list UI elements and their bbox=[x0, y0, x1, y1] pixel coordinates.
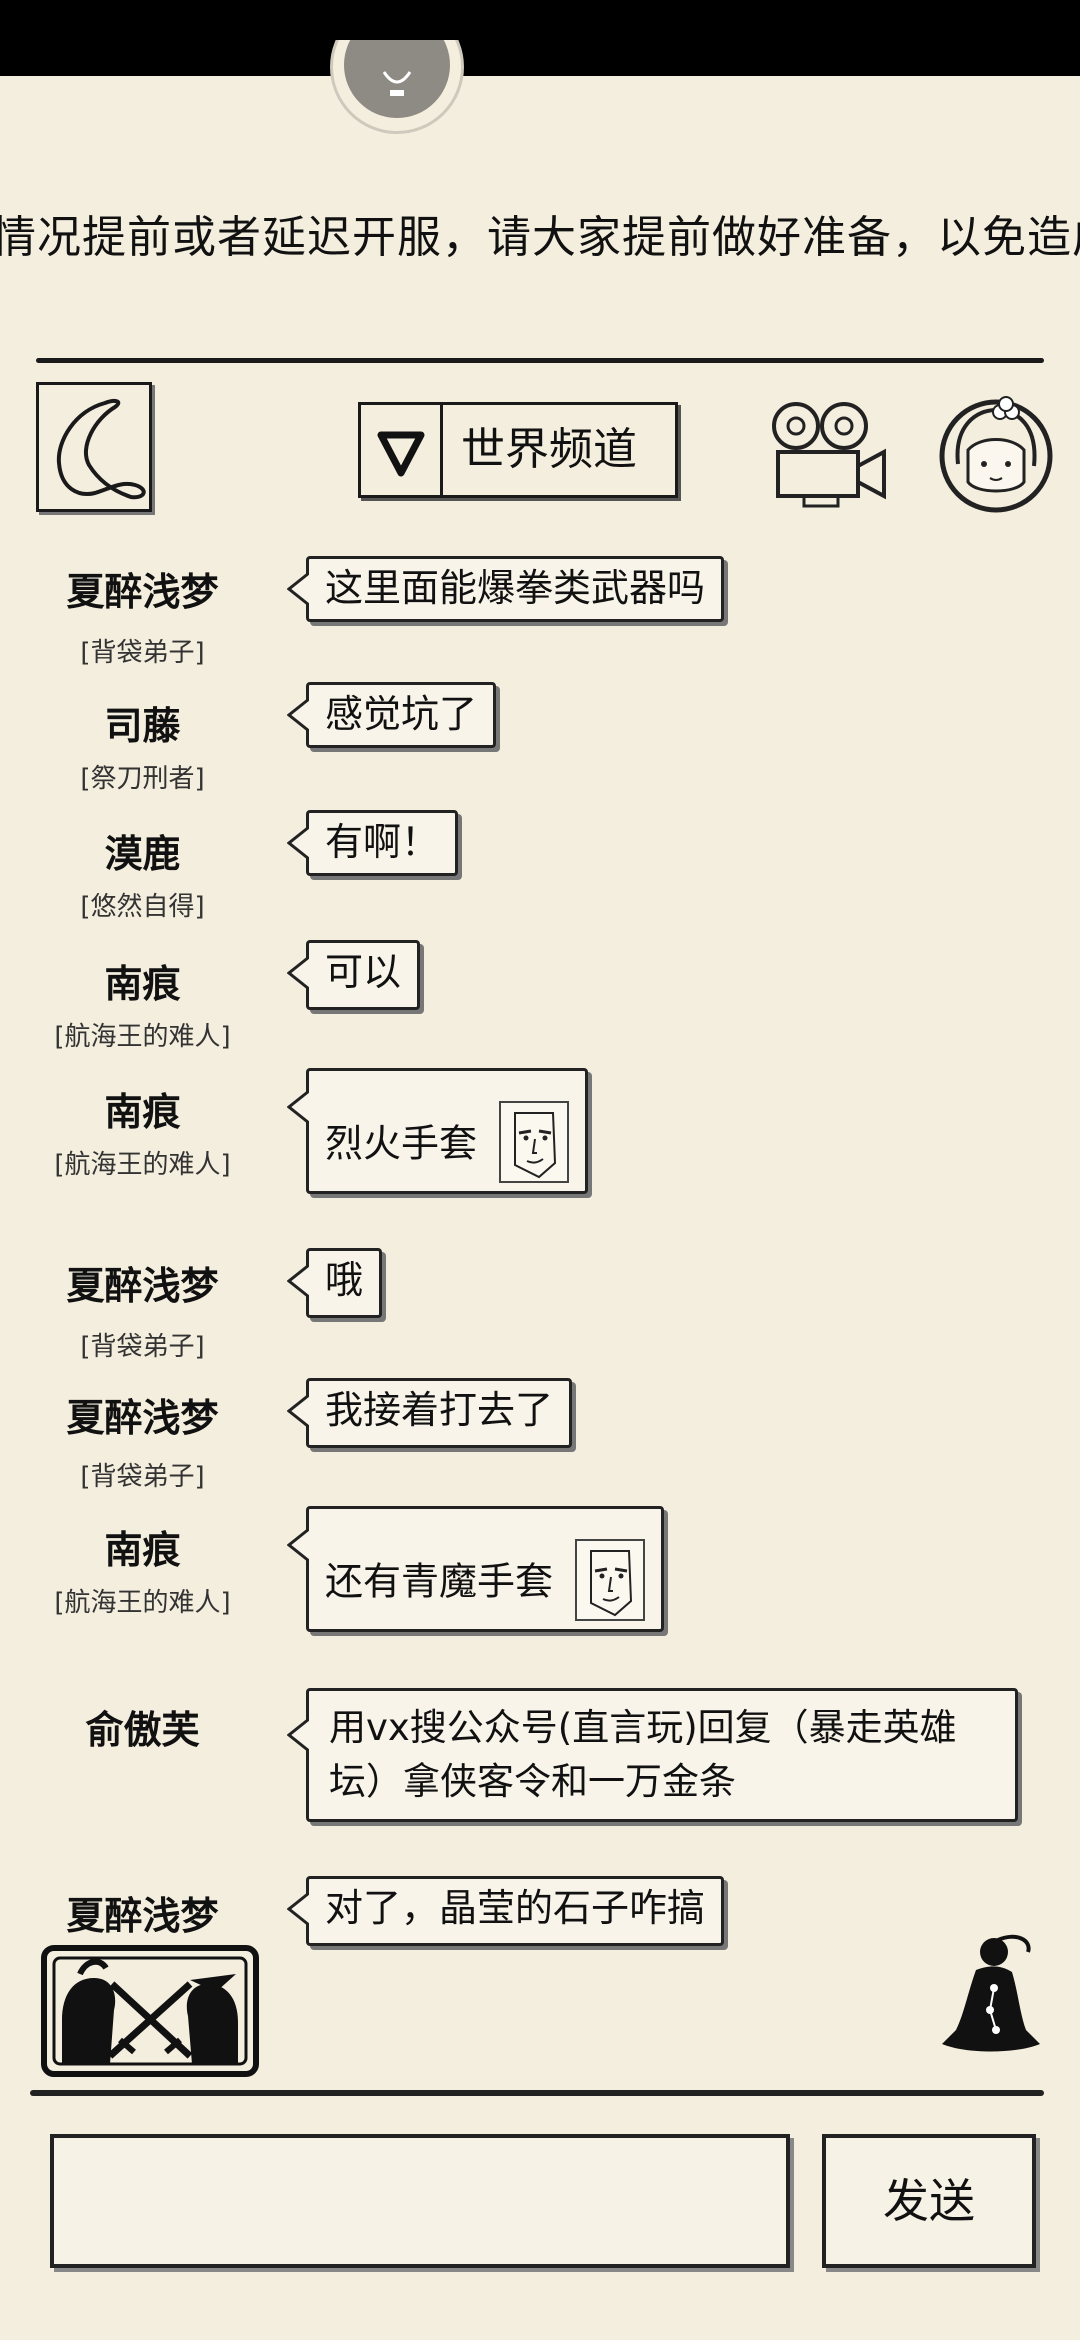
bottom-divider bbox=[30, 2090, 1044, 2096]
message-bubble[interactable]: 哦 bbox=[287, 1248, 383, 1318]
bubble-tail bbox=[287, 571, 309, 607]
bubble-tail bbox=[287, 697, 309, 733]
message-bubble[interactable]: 用vx搜公众号(直言玩)回复（暴走英雄坛）拿侠客令和一万金条 bbox=[287, 1688, 1018, 1822]
message-bubble[interactable]: 感觉坑了 bbox=[287, 682, 497, 748]
send-button[interactable]: 发送 bbox=[822, 2134, 1036, 2268]
message-bubble[interactable]: 这里面能爆拳类武器吗 bbox=[287, 556, 725, 622]
sender-name[interactable]: 夏醉浅梦 bbox=[66, 1264, 219, 1308]
status-bar bbox=[0, 0, 1080, 76]
sender-title: [背袋弟子] bbox=[80, 1332, 205, 1362]
meditating-figure-icon[interactable] bbox=[936, 1930, 1046, 2056]
bubble-tail bbox=[287, 1527, 309, 1563]
hint-bulb-button[interactable] bbox=[330, 40, 466, 144]
sender-name[interactable]: 南痕 bbox=[104, 1090, 181, 1134]
face-emoji-icon bbox=[575, 1539, 646, 1621]
message-bubble[interactable]: 烈火手套 bbox=[287, 1068, 589, 1194]
message-text: 烈火手套 bbox=[325, 1121, 478, 1166]
back-button[interactable] bbox=[36, 382, 152, 512]
sender-title: [背袋弟子] bbox=[80, 638, 205, 668]
face-emoji-icon bbox=[499, 1101, 570, 1183]
sender-name[interactable]: 夏醉浅梦 bbox=[66, 1894, 219, 1938]
message-text: 这里面能爆拳类武器吗 bbox=[325, 566, 706, 610]
sender-title: [悠然自得] bbox=[80, 892, 205, 922]
bubble-tail bbox=[287, 955, 309, 991]
channel-label: 世界频道 bbox=[461, 424, 637, 475]
sender-title: [航海王的难人] bbox=[54, 1150, 231, 1180]
message-text: 用vx搜公众号(直言玩)回复（暴走英雄坛）拿侠客令和一万金条 bbox=[329, 1706, 957, 1803]
message-text: 哦 bbox=[325, 1258, 364, 1302]
sender-name[interactable]: 南痕 bbox=[104, 1528, 181, 1572]
channel-selector[interactable]: 世界频道 bbox=[358, 402, 678, 498]
message-text: 有啊！ bbox=[325, 820, 440, 864]
bubble-tail bbox=[287, 1089, 309, 1125]
duel-swords-icon[interactable] bbox=[40, 1944, 260, 2078]
sender-name[interactable]: 漠鹿 bbox=[104, 832, 181, 876]
message-bubble[interactable]: 还有青魔手套 bbox=[287, 1506, 665, 1632]
dropdown-box bbox=[361, 405, 443, 495]
message-text: 我接着打去了 bbox=[325, 1388, 554, 1432]
message-bubble[interactable]: 可以 bbox=[287, 940, 421, 1010]
sender-name[interactable]: 夏醉浅梦 bbox=[66, 1396, 219, 1440]
bubble-tail bbox=[287, 1891, 309, 1927]
message-text: 还有青魔手套 bbox=[325, 1559, 554, 1604]
film-camera-icon[interactable] bbox=[764, 396, 892, 514]
sender-name[interactable]: 司藤 bbox=[104, 704, 181, 748]
message-text: 感觉坑了 bbox=[325, 692, 478, 736]
triangle-down-icon bbox=[377, 431, 425, 477]
message-bubble[interactable]: 对了，晶莹的石子咋搞 bbox=[287, 1876, 725, 1946]
back-chevron-icon bbox=[56, 398, 146, 500]
message-text: 对了，晶莹的石子咋搞 bbox=[325, 1886, 706, 1930]
sender-title: [祭刀刑者] bbox=[80, 764, 205, 794]
sender-title: [背袋弟子] bbox=[80, 1462, 205, 1492]
sender-name[interactable]: 夏醉浅梦 bbox=[66, 570, 219, 614]
girl-avatar-icon[interactable] bbox=[936, 390, 1056, 522]
sender-name[interactable]: 俞傲芙 bbox=[85, 1708, 200, 1752]
chat-input[interactable] bbox=[50, 2134, 790, 2268]
sender-title: [航海王的难人] bbox=[54, 1588, 231, 1618]
message-bubble[interactable]: 我接着打去了 bbox=[287, 1378, 573, 1448]
bubble-tail bbox=[287, 1717, 309, 1753]
bubble-tail bbox=[287, 825, 309, 861]
lightbulb-icon bbox=[382, 71, 412, 96]
announcement-marquee: 情况提前或者延迟开服，请大家提前做好准备，以免造成不 bbox=[0, 212, 1080, 263]
top-divider bbox=[36, 358, 1044, 363]
message-text: 可以 bbox=[325, 950, 402, 994]
sender-name[interactable]: 南痕 bbox=[104, 962, 181, 1006]
bubble-tail bbox=[287, 1263, 309, 1299]
message-bubble[interactable]: 有啊！ bbox=[287, 810, 459, 876]
sender-title: [航海王的难人] bbox=[54, 1022, 231, 1052]
bubble-tail bbox=[287, 1393, 309, 1429]
